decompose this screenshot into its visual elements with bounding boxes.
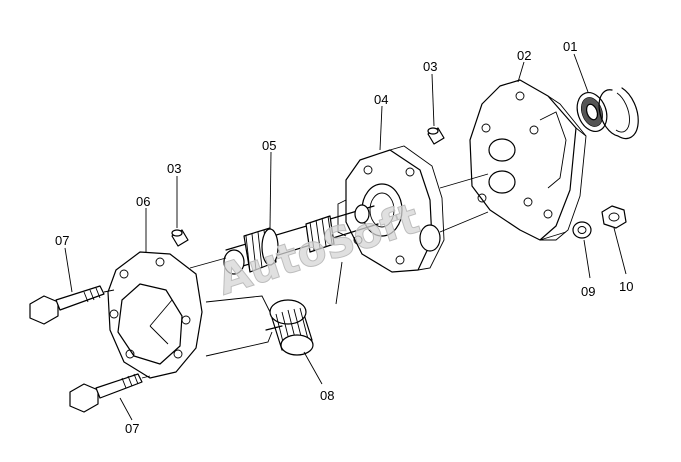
watermark: AutoSoft: [211, 193, 425, 304]
callout-01: 01: [563, 39, 577, 54]
callout-10: 10: [619, 279, 633, 294]
assembly-lines: [103, 173, 567, 379]
callout-02: 02: [517, 48, 531, 63]
callout-03-upper: 03: [423, 59, 437, 74]
part-03-dowel-pin-right: [427, 127, 445, 145]
part-01-bearing: [576, 92, 608, 132]
callout-09: 09: [581, 284, 595, 299]
part-05-drive-gear-shaft: [223, 204, 379, 275]
callout-04: 04: [374, 92, 388, 107]
part-08-driven-gear: [265, 299, 314, 356]
part-09-washer: [572, 221, 592, 239]
part-02-rear-housing: [469, 79, 587, 241]
part-03-dowel-pin-left: [171, 229, 189, 247]
part-06-front-cover: [107, 251, 203, 379]
callout-03-lower: 03: [167, 161, 181, 176]
callouts: 01 02 03 03 04 05 06 07 07 08 09 10: [55, 39, 633, 436]
part-07-bolt-upper: [29, 285, 105, 325]
leader-lines: [64, 53, 627, 421]
callout-05: 05: [262, 138, 276, 153]
callout-07-lower: 07: [125, 421, 139, 436]
retaining-ring: [598, 87, 639, 140]
part-10-nut: [601, 205, 627, 229]
part-07-bolt-lower: [69, 373, 143, 413]
callout-08: 08: [320, 388, 334, 403]
callout-07-upper: 07: [55, 233, 69, 248]
callout-06: 06: [136, 194, 150, 209]
